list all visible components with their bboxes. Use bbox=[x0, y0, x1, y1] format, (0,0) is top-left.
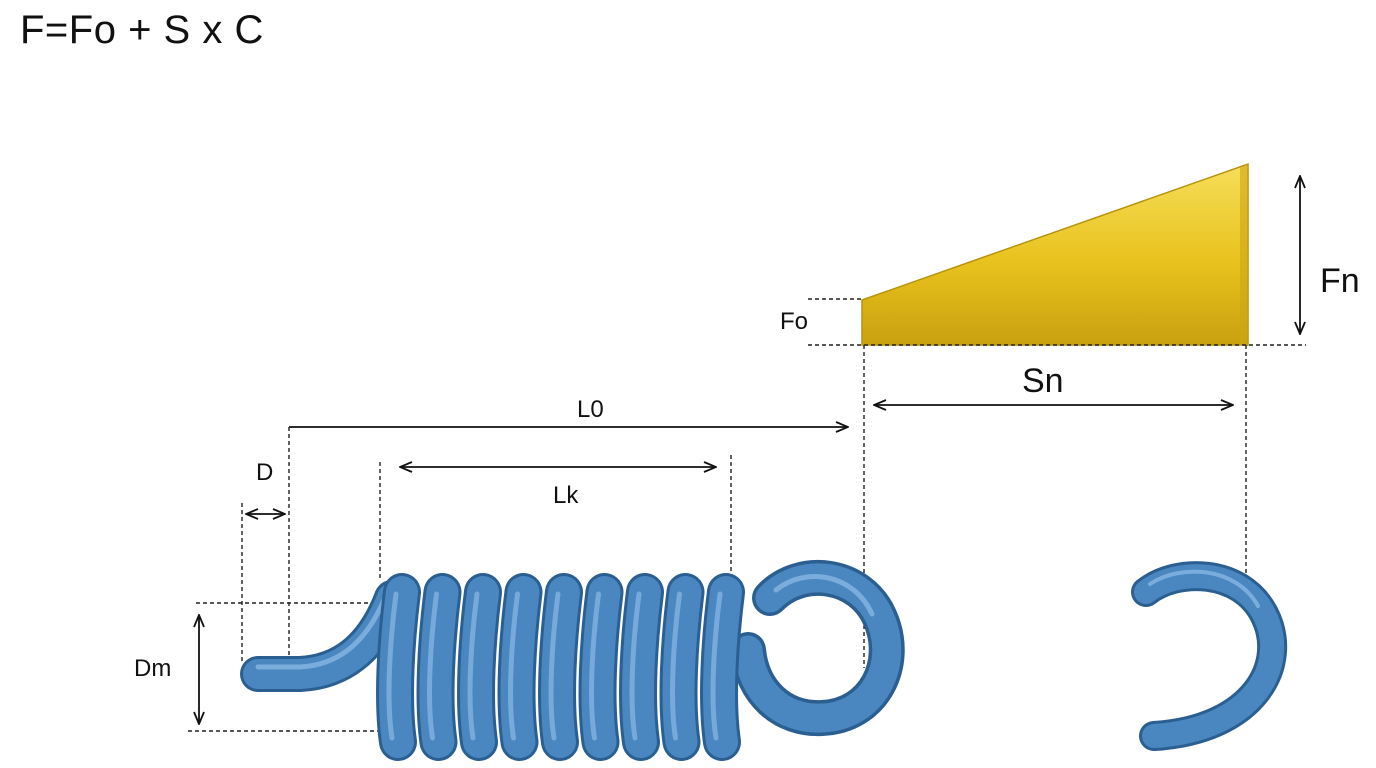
sn-label: Sn bbox=[1022, 362, 1064, 400]
spring-coil-turn bbox=[659, 573, 705, 761]
lk-label: Lk bbox=[553, 482, 579, 509]
spring-coil-turn bbox=[578, 573, 624, 761]
spring-coil-turn bbox=[700, 573, 745, 761]
fo-label: Fo bbox=[780, 308, 808, 335]
formula-title: F=Fo + S x C bbox=[20, 8, 264, 52]
spring-coil-turn bbox=[416, 573, 462, 761]
spring-coil-turn bbox=[538, 573, 583, 761]
extension-spring bbox=[240, 560, 905, 761]
dm-label: Dm bbox=[134, 655, 171, 682]
spring-coil-turn bbox=[497, 573, 543, 761]
spring-coil-turn bbox=[619, 573, 664, 761]
spring-coils bbox=[376, 573, 745, 761]
force-wedge bbox=[861, 162, 1249, 346]
spring-coil-turn bbox=[457, 573, 502, 761]
d-label: D bbox=[256, 459, 273, 486]
l0-label: L0 bbox=[577, 396, 604, 423]
spring-coil-turn bbox=[376, 573, 421, 761]
fn-label: Fn bbox=[1320, 262, 1360, 300]
extended-spring-hook bbox=[1131, 561, 1288, 751]
